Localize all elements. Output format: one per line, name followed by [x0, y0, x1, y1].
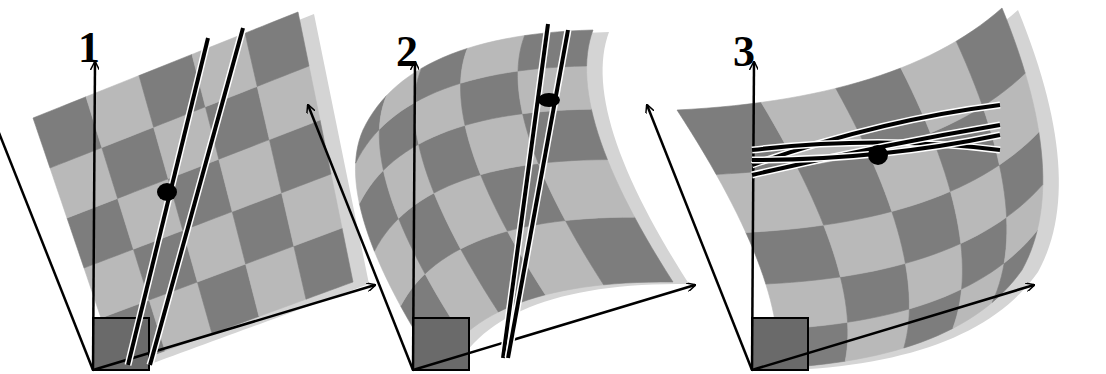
panel-number: 2 [396, 30, 418, 74]
curve-halo [150, 28, 243, 365]
coordinate-axis [413, 62, 415, 370]
checker-cell [956, 8, 1025, 106]
curve-halo [508, 30, 568, 358]
coordinate-axis [647, 105, 752, 370]
geodesic-line [752, 105, 1000, 165]
curve-halo [752, 105, 1000, 165]
checker-surface [677, 8, 1059, 370]
checker-cell [461, 36, 525, 84]
geodesic-line [150, 28, 243, 365]
curve-halo [752, 125, 1000, 175]
surface-shadow [371, 32, 689, 370]
checker-cell [746, 225, 841, 284]
coordinate-axis [752, 62, 754, 370]
coordinate-axis [308, 105, 413, 370]
checker-cell [518, 30, 593, 71]
checker-cell [565, 217, 673, 285]
panel-number: 3 [733, 30, 755, 74]
point-marker [538, 93, 560, 107]
geodesic-line [508, 30, 568, 358]
checker-surface [33, 12, 369, 370]
coordinate-axis [93, 62, 95, 370]
checker-cell [245, 12, 309, 86]
panel-number: 1 [78, 26, 100, 70]
geodesic-line [752, 125, 1000, 175]
coordinate-axis [752, 285, 1034, 370]
point-marker [157, 183, 177, 201]
coordinate-axis [0, 105, 93, 370]
checker-cell [414, 48, 467, 102]
checker-cell [538, 160, 634, 221]
surface-shadow [49, 14, 369, 370]
point-marker [868, 145, 888, 165]
coordinate-axis [413, 285, 695, 370]
